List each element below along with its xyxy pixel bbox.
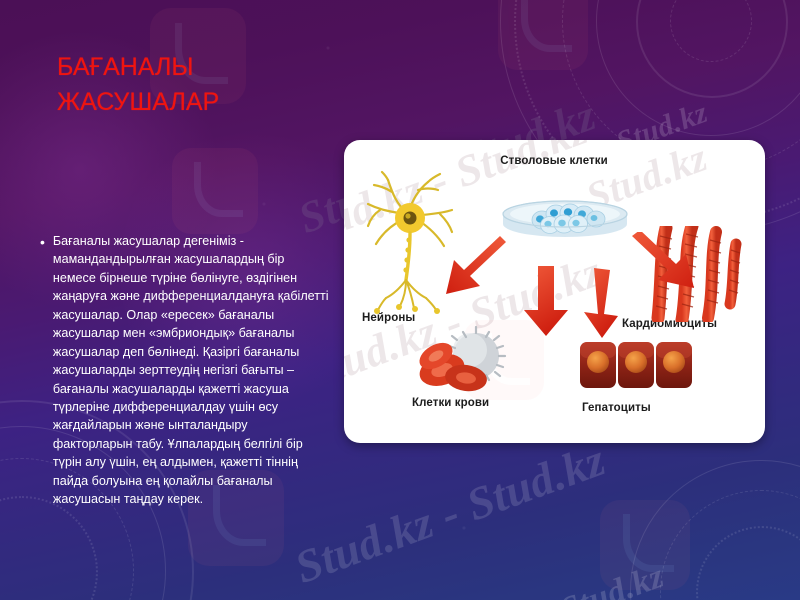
arrow-to-cardiomyocytes-icon — [632, 232, 694, 288]
blood-cells-icon — [419, 326, 507, 392]
diagram-label-hepatocytes: Гепатоциты — [582, 402, 651, 414]
arrow-to-hepatocytes-icon — [584, 268, 618, 338]
slide-title: БАҒАНАЛЫ ЖАСУШАЛАР — [57, 50, 357, 119]
neuron-icon — [366, 170, 454, 314]
diagram-label-blood-cells: Клетки крови — [412, 397, 490, 409]
background-glow-left — [0, 30, 220, 310]
diagram-label-stem-cells: Стволовые клетки — [500, 155, 608, 167]
hepatocyte-icon — [580, 342, 692, 388]
bullet-glyph: • — [40, 234, 45, 250]
background-glow-center — [120, 120, 380, 420]
diagram-label-cardiomyocytes: Кардиомиоциты — [622, 318, 718, 330]
body-paragraph: Бағаналы жасушалар дегеніміз - маманданд… — [52, 234, 329, 507]
stem-cell-diagram-card: Stud.kz - Stud.kz Stud.kz - Stud.kz Stud… — [344, 140, 765, 443]
slide-title-line-2: ЖАСУШАЛАР — [57, 87, 220, 116]
arrow-to-neurons-icon — [446, 236, 506, 294]
arrow-to-blood-cells-icon — [524, 266, 568, 336]
diagram-label-neurons: Нейроны — [362, 312, 416, 324]
petri-dish-icon — [502, 200, 628, 237]
slide-title-line-1: БАҒАНАЛЫ — [57, 53, 194, 81]
slide-body: • Бағаналы жасушалар дегеніміз - маманда… — [40, 232, 330, 509]
